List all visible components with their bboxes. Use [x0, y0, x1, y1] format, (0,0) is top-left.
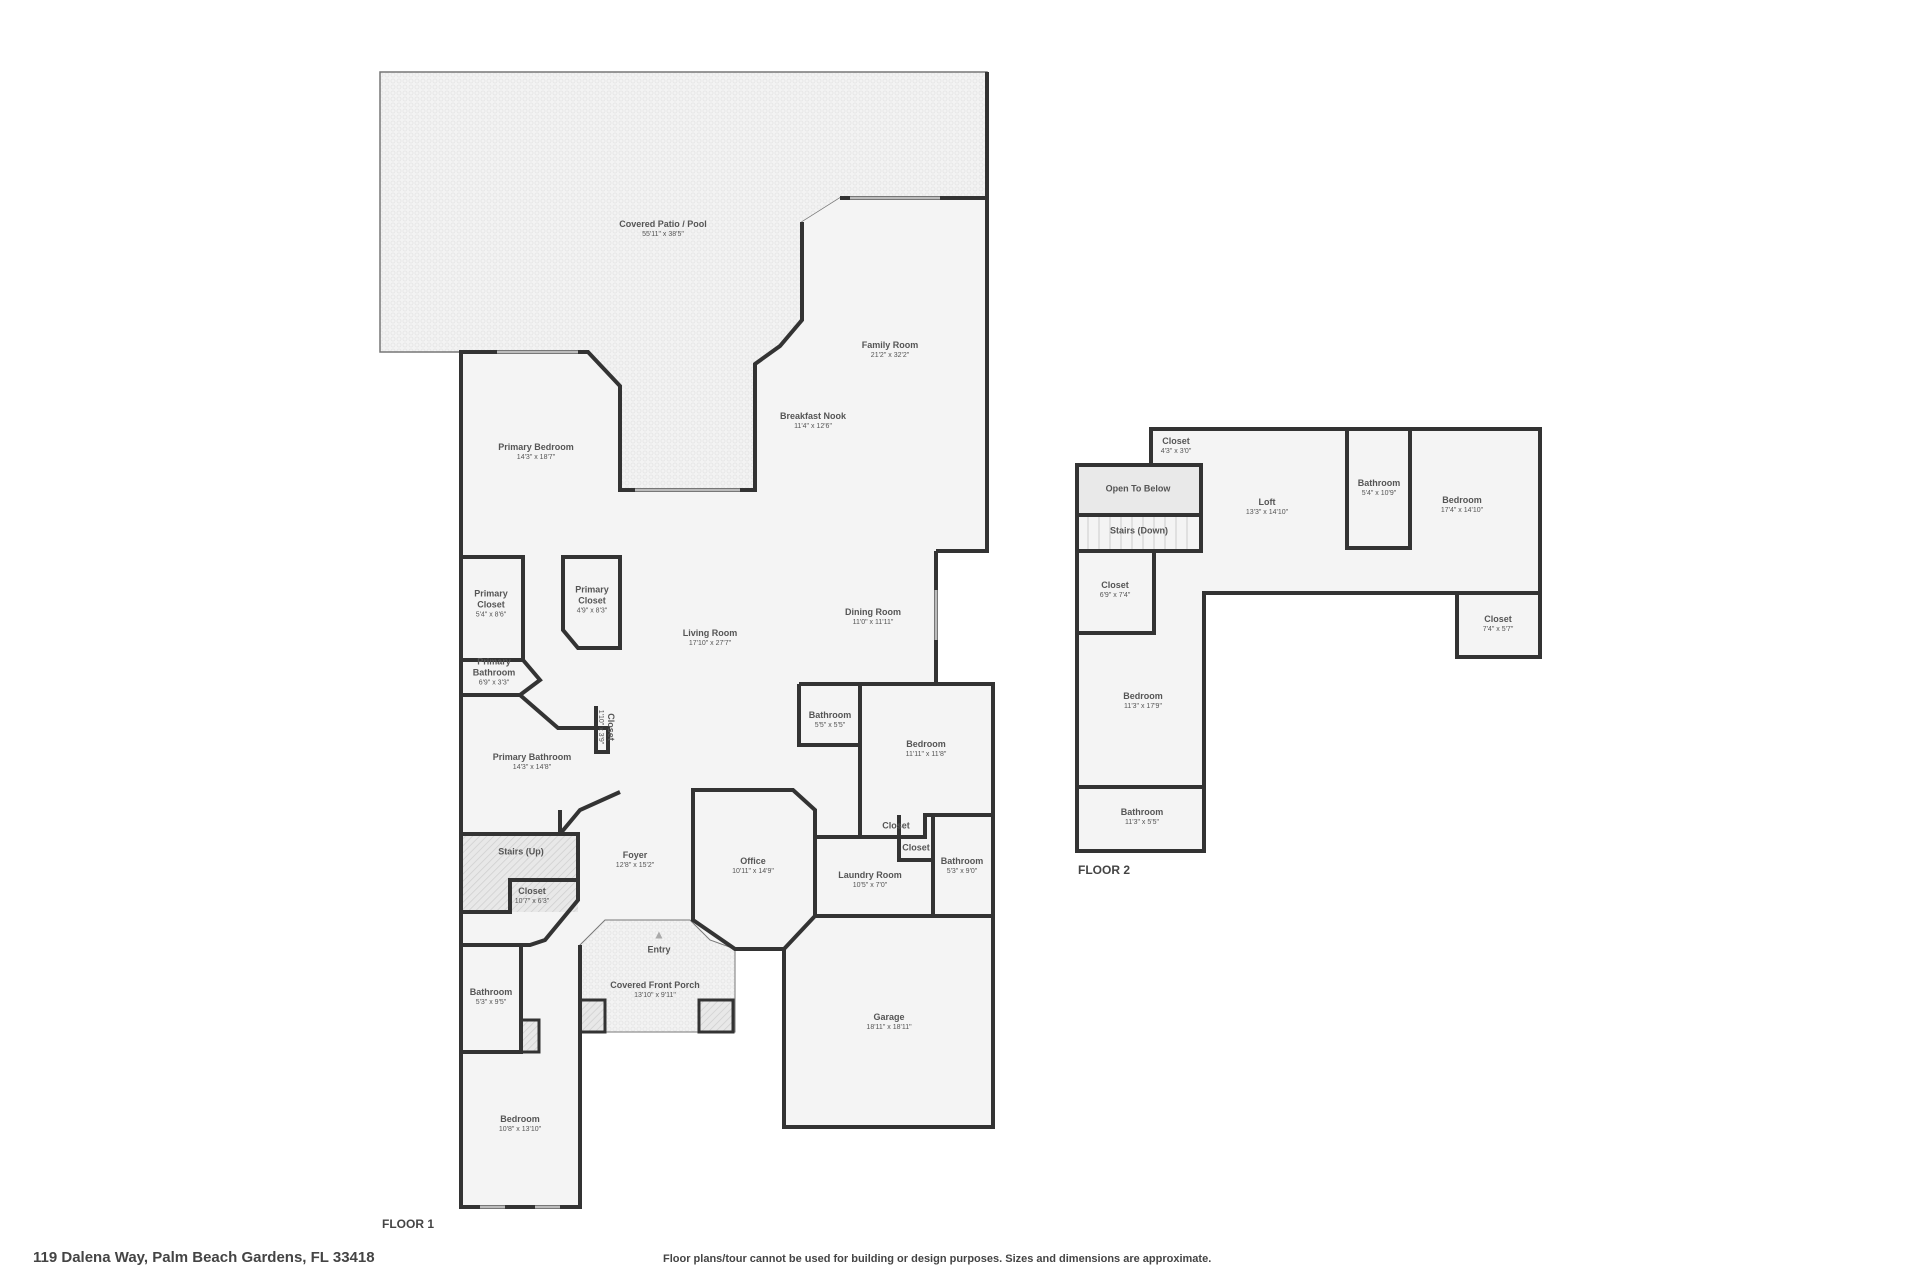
entry-arrow-icon: ▲ — [653, 927, 665, 942]
disclaimer-text: Floor plans/tour cannot be used for buil… — [663, 1253, 1212, 1265]
floor-1 — [379, 71, 995, 1209]
porch-column-right — [697, 998, 735, 1034]
floor-2-label: FLOOR 2 — [1078, 863, 1131, 877]
stairs-up-area — [461, 834, 578, 912]
room-label-closet-b: Closet — [902, 842, 930, 853]
floor-1-label: FLOOR 1 — [382, 1217, 435, 1231]
room-label-stairs-up: Stairs (Up) — [498, 846, 544, 857]
room-label-entry: Entry — [647, 944, 671, 955]
property-address: 119 Dalena Way, Palm Beach Gardens, FL 3… — [33, 1249, 375, 1266]
porch-column-left — [578, 998, 607, 1034]
bathroom-shower-block — [519, 1018, 541, 1054]
room-label-open-to-below: Open To Below — [1105, 483, 1171, 494]
floor-2 — [1075, 427, 1542, 853]
room-label-stairs-down: Stairs (Down) — [1109, 525, 1169, 536]
room-label-closet-a: Closet — [882, 820, 910, 831]
open-to-below-area — [1075, 463, 1203, 517]
